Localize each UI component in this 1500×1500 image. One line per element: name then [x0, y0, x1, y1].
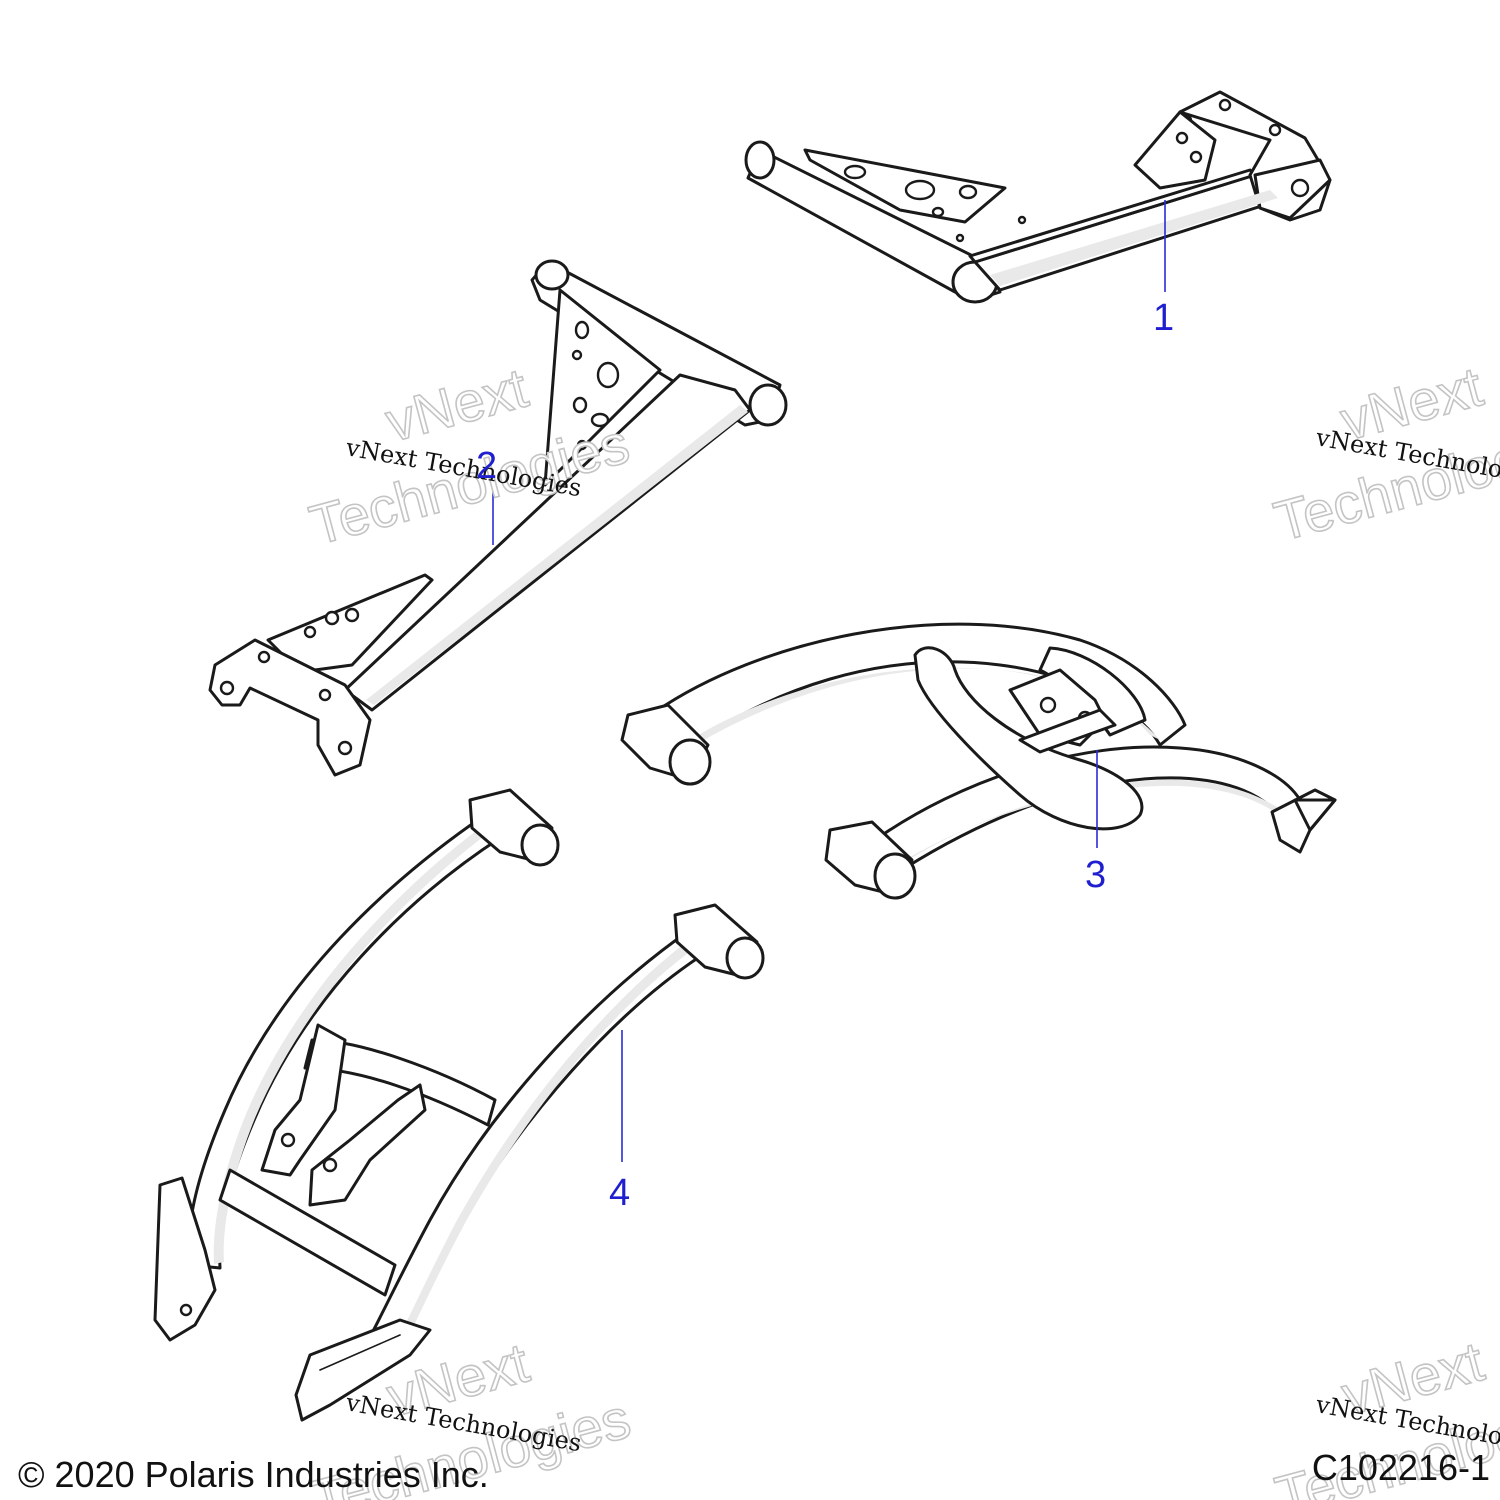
part-1-upper-a-arm: [744, 90, 1332, 304]
callout-4: 4: [609, 1172, 630, 1214]
figure-code: C102216-1: [1312, 1447, 1490, 1488]
leader-lines: [492, 200, 1166, 1162]
callout-2: 2: [476, 445, 497, 487]
watermark-big-top: vNext: [379, 356, 534, 454]
part-4-curved-lower-arm: [153, 788, 765, 1422]
part-3-curved-a-arm: [620, 622, 1337, 900]
part-2-lower-a-arm: [208, 259, 788, 777]
copyright-text: © 2020 Polaris Industries Inc.: [18, 1454, 489, 1495]
callout-3: 3: [1085, 854, 1106, 896]
callout-1: 1: [1153, 297, 1174, 339]
